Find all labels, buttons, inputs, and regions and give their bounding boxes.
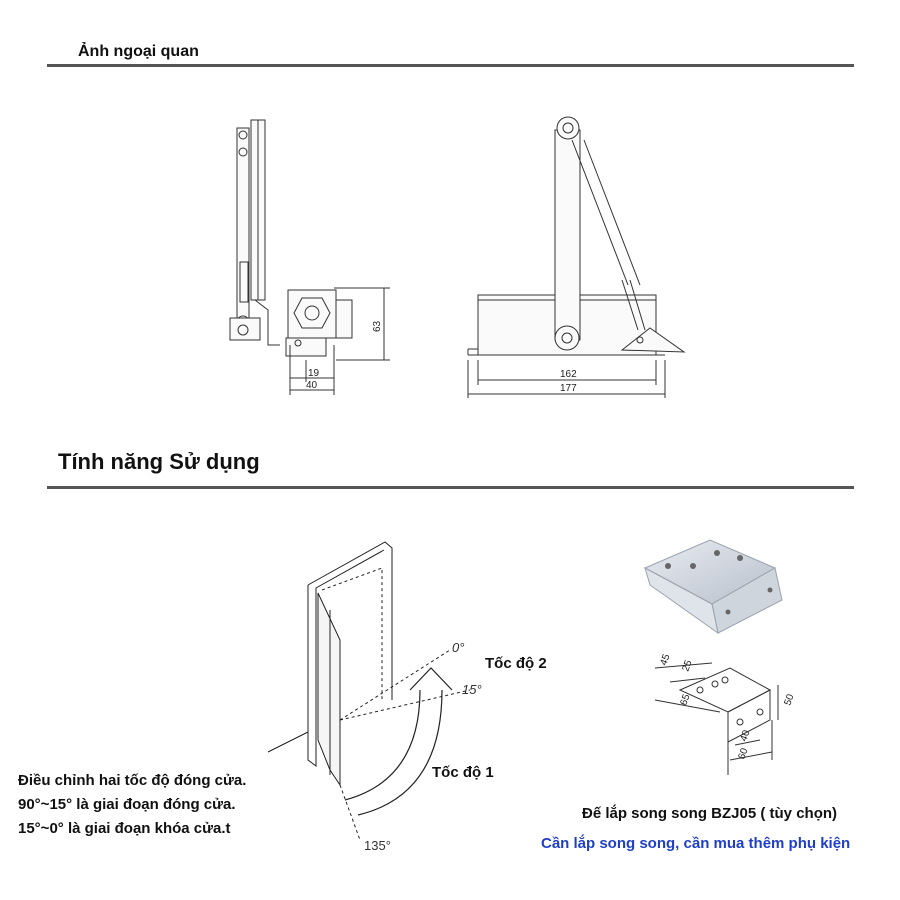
note-line-2: 90°~15° là giai đoạn đóng cửa. [18,796,236,813]
speed-1-label: Tốc độ 1 [432,764,494,781]
front-dim-inner: 162 [560,369,577,380]
note-line-1: Điều chỉnh hai tốc độ đóng cửa. [18,772,247,789]
speed-2-label: Tốc độ 2 [485,655,547,672]
front-dim-overall: 177 [560,383,577,394]
angle-15-label: 15° [462,682,482,697]
exterior-section-title: Ảnh ngoại quan [78,43,199,60]
bracket-dim-45: 45 [658,652,672,667]
section-divider-top [47,64,854,67]
speed-adjustment-notes: Điều chỉnh hai tốc độ đóng cửa. 90°~15° … [18,769,246,841]
accessory-purchase-note: Cần lắp song song, cần mua thêm phụ kiện [541,835,851,852]
side-dim-width: 40 [306,380,318,391]
section-divider-usage [47,486,854,489]
bracket-dim-60: 60 [736,746,750,761]
bracket-dim-65: 65 [678,692,692,707]
usage-section-title: Tính năng Sử dụng [58,449,260,474]
side-dim-small: 19 [308,368,320,379]
bracket-dim-40: 40 [738,728,752,743]
bracket-dim-50: 50 [782,692,796,707]
bracket-caption: Đế lắp song song BZJ05 ( tùy chọn) [582,805,838,822]
angle-135-label: 135° [364,838,391,853]
note-line-3: 15°~0° là giai đoạn khóa cửa.t [18,820,231,837]
angle-0-label: 0° [452,640,464,655]
bracket-dim-25: 25 [680,658,694,673]
side-dim-height: 63 [372,320,383,332]
